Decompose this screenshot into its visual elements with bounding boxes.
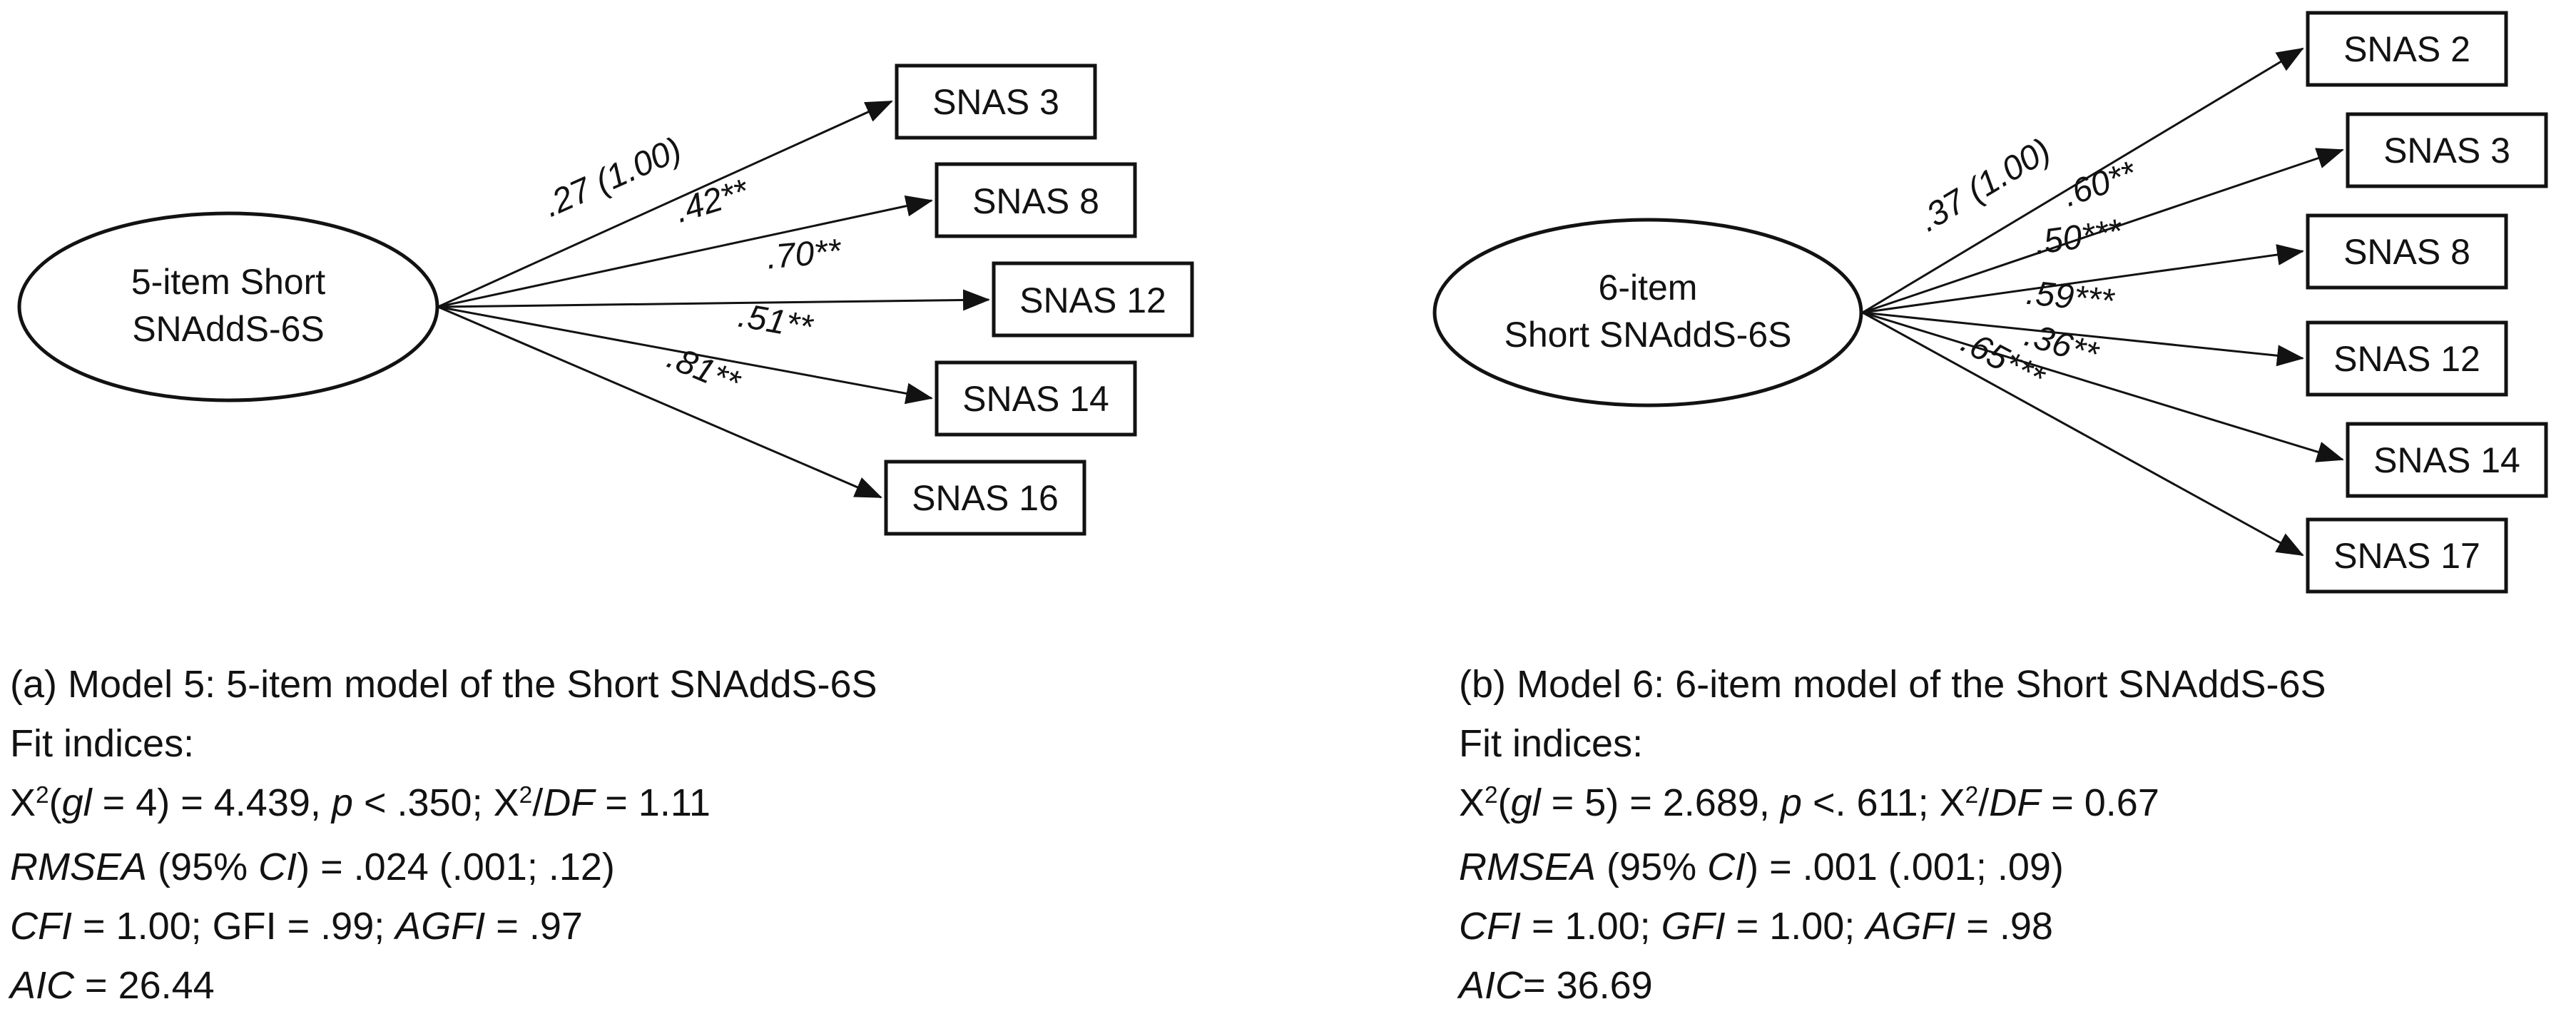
loading-value: .51** (735, 297, 816, 347)
indicator-label: SNAS 8 (2343, 232, 2470, 272)
loading-arrow (437, 305, 933, 405)
panel-a-diagram: 5-item Short SNAddS-6S .27 (1.00) .42** … (17, 64, 1194, 536)
loading-arrow (437, 100, 893, 308)
latent-factor-ellipse (17, 211, 439, 402)
loading-arrow (437, 305, 882, 499)
loading-value: .81** (662, 338, 746, 402)
indicator-box (2306, 213, 2508, 290)
panel-b-caption: (b) Model 6: 6-item model of the Short S… (1459, 655, 2326, 1015)
indicator-label: SNAS 8 (972, 181, 1099, 221)
chi-square-line: X2(gl = 4) = 4.439, p < .350; X2/DF = 1.… (10, 781, 711, 824)
latent-factor-label: SNAddS-6S (132, 309, 325, 349)
loading-arrow (437, 195, 933, 308)
loading-arrow (1862, 47, 2304, 314)
loading-value: .37 (1.00) (1912, 131, 2057, 239)
indicator-box (2346, 112, 2548, 188)
indicator-label: SNAS 3 (2383, 131, 2510, 171)
indicator-box (2306, 517, 2508, 594)
indicator-box (935, 360, 1137, 437)
rmsea-line: RMSEA (95% CI) = .024 (.001; .12) (10, 846, 615, 888)
indicator-box (2306, 11, 2508, 87)
indicator-label: SNAS 12 (1019, 280, 1166, 320)
indicator-label: SNAS 16 (912, 478, 1059, 518)
loading-value: .42** (671, 172, 753, 230)
indicator-box (935, 162, 1137, 238)
cfi-gfi-agfi-line: CFI = 1.00; GFI = .99; AGFI = .97 (10, 905, 583, 948)
indicator-label: SNAS 2 (2343, 29, 2470, 69)
loading-arrow (1862, 311, 2344, 462)
fit-indices-heading: Fit indices: (1459, 722, 1644, 765)
loading-arrow (1862, 148, 2344, 314)
chi-square-line: X2(gl = 5) = 2.689, p <. 611; X2/DF = 0.… (1459, 781, 2159, 824)
indicator-label: SNAS 17 (2333, 536, 2480, 576)
latent-factor-ellipse (1432, 218, 1863, 407)
aic-line: AIC = 26.44 (10, 964, 215, 1007)
indicator-label: SNAS 14 (2373, 440, 2520, 480)
loading-arrow (437, 289, 990, 311)
aic-line: AIC= 36.69 (1459, 964, 1653, 1007)
loading-value: .70** (765, 233, 843, 277)
latent-factor-label: 5-item Short (131, 262, 325, 302)
loading-value: .27 (1.00) (538, 131, 687, 225)
indicator-box (992, 261, 1194, 338)
fit-indices-heading: Fit indices: (10, 722, 195, 765)
loading-arrow (1862, 244, 2304, 314)
panel-a-caption: (a) Model 5: 5-item model of the Short S… (10, 655, 877, 1015)
loading-value: .59*** (2025, 274, 2117, 321)
loading-arrow (1862, 311, 2304, 557)
indicator-box (2346, 422, 2548, 498)
cfi-gfi-agfi-line: CFI = 1.00; GFI = 1.00; AGFI = .98 (1459, 905, 2053, 948)
indicator-box (2306, 320, 2508, 397)
loading-value: .60** (2058, 154, 2142, 214)
rmsea-line: RMSEA (95% CI) = .001 (.001; .09) (1459, 846, 2064, 888)
caption-title: (a) Model 5: 5-item model of the Short S… (10, 663, 877, 706)
latent-factor-label: 6-item (1599, 268, 1698, 308)
indicator-label: SNAS 14 (962, 379, 1109, 419)
loading-value: .50*** (2032, 213, 2124, 263)
indicator-box (884, 460, 1086, 536)
loading-arrow (1862, 311, 2304, 367)
indicator-box (895, 64, 1097, 140)
indicator-label: SNAS 3 (932, 82, 1059, 122)
indicator-label: SNAS 12 (2333, 339, 2480, 379)
panel-b-diagram: 6-item Short SNAddS-6S .37 (1.00) .60** … (1432, 11, 2548, 594)
caption-title: (b) Model 6: 6-item model of the Short S… (1459, 663, 2326, 706)
latent-factor-label: Short SNAddS-6S (1505, 315, 1792, 355)
